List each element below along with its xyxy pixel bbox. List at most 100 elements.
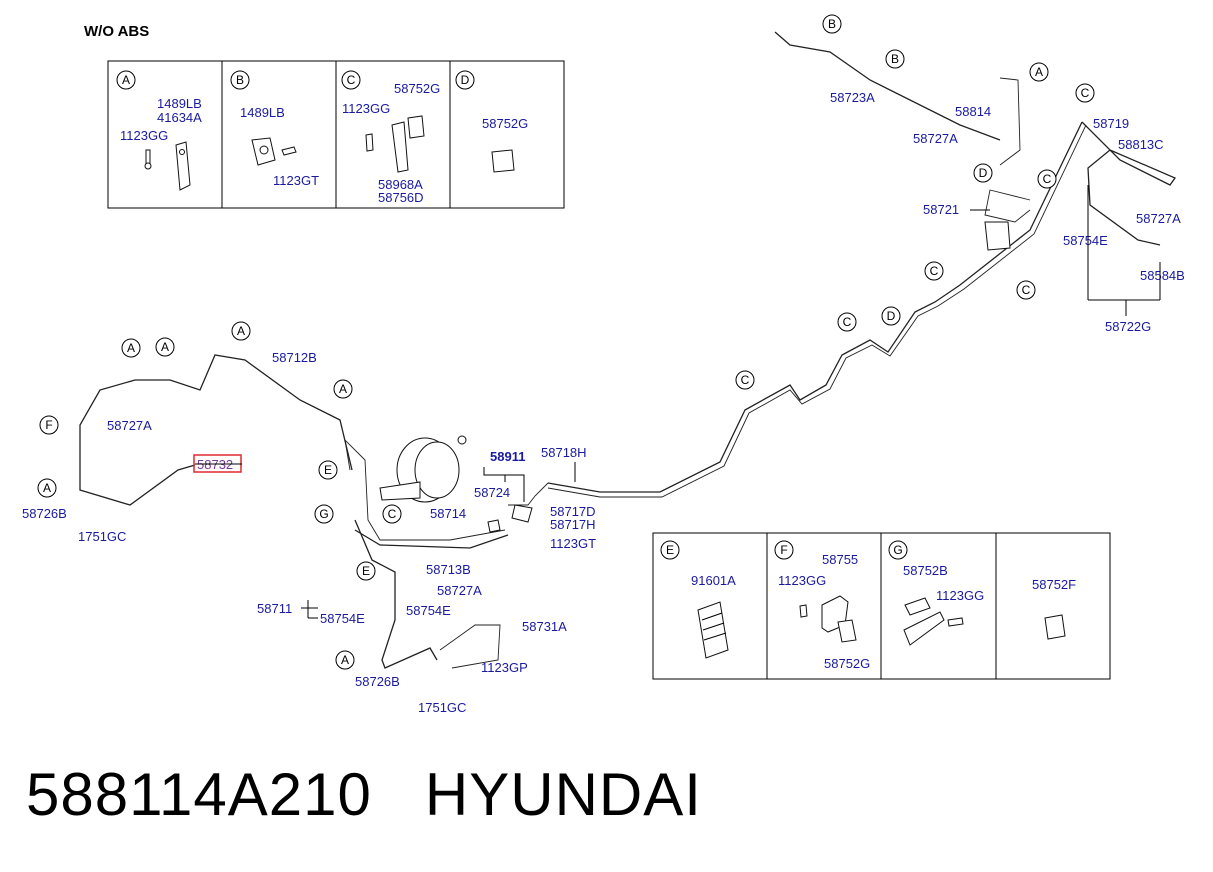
clip-e-icon xyxy=(697,601,729,659)
inset-f-label-2: 1123GG xyxy=(778,573,826,588)
svg-text:D: D xyxy=(887,309,896,323)
leader-lines xyxy=(195,185,1161,619)
svg-text:C: C xyxy=(843,315,852,329)
svg-text:A: A xyxy=(43,481,51,495)
inset-b-label-2: 1123GT xyxy=(273,173,319,188)
label-58719: 58719 xyxy=(1093,116,1129,131)
label-1123gp: 1123GP xyxy=(481,660,528,675)
svg-text:F: F xyxy=(45,418,52,432)
svg-text:G: G xyxy=(319,507,328,521)
label-58718h: 58718H xyxy=(541,445,587,460)
marker-d-top-right: D xyxy=(973,163,993,183)
label-58754e-bottom-2: 58754E xyxy=(406,603,451,618)
marker-c-mid-1: C xyxy=(924,261,944,281)
inset-a-label-1: 1489LB xyxy=(157,96,202,111)
svg-text:A: A xyxy=(161,340,169,354)
svg-text:D: D xyxy=(979,166,988,180)
label-58731a: 58731A xyxy=(522,619,567,634)
svg-text:A: A xyxy=(339,382,347,396)
brand-name: HYUNDAI xyxy=(424,761,702,828)
label-1751gc-left: 1751GC xyxy=(78,529,126,544)
svg-text:A: A xyxy=(237,324,245,338)
marker-c-top-right: C xyxy=(1075,83,1095,103)
label-58726b-left: 58726B xyxy=(22,506,67,521)
svg-text:A: A xyxy=(341,653,349,667)
label-58717d: 58717D xyxy=(550,504,596,519)
inset-bottom-table: E 91601A F 58755 1123GG 58752G G 58752B … xyxy=(652,532,1111,680)
label-58726b-bottom: 58726B xyxy=(355,674,400,689)
label-58712b: 58712B xyxy=(272,350,317,365)
label-58727a-bottom: 58727A xyxy=(437,583,482,598)
svg-text:E: E xyxy=(362,564,370,578)
callout-labels: 58723A 58814 58727A 58719 58813C 58721 5… xyxy=(22,90,1185,715)
marker-c-right-1: C xyxy=(1037,169,1057,189)
svg-text:C: C xyxy=(741,373,750,387)
inset-d-label-1: 58752G xyxy=(482,116,528,131)
diagram-title: W/O ABS xyxy=(84,23,149,40)
caption: 588114A210 HYUNDAI xyxy=(26,760,702,829)
marker-e-2: E xyxy=(356,561,376,581)
label-58721: 58721 xyxy=(923,202,959,217)
brake-pipes xyxy=(79,31,1176,669)
label-58727a-left: 58727A xyxy=(107,418,152,433)
label-58713b: 58713B xyxy=(426,562,471,577)
svg-text:C: C xyxy=(930,264,939,278)
clip-c-icon xyxy=(365,115,425,173)
svg-text:B: B xyxy=(891,52,899,66)
svg-text:C: C xyxy=(388,507,397,521)
svg-text:E: E xyxy=(666,543,674,557)
marker-a-2: A xyxy=(155,337,175,357)
marker-a-6: A xyxy=(335,650,355,670)
inset-b-label-1: 1489LB xyxy=(240,105,285,120)
marker-c-mid-3: C xyxy=(735,370,755,390)
label-58727a-right: 58727A xyxy=(1136,211,1181,226)
marker-a-3: A xyxy=(231,321,251,341)
inset-g-label-2: 1123GG xyxy=(936,588,984,603)
inset-a-marker: A xyxy=(116,70,136,90)
fitting-parts xyxy=(487,221,1011,533)
svg-text:A: A xyxy=(122,73,130,87)
label-58814: 58814 xyxy=(955,104,991,119)
marker-a-4: A xyxy=(333,379,353,399)
clip-d-icon xyxy=(491,149,515,173)
inset-a-label-3: 1123GG xyxy=(120,128,168,143)
svg-text:B: B xyxy=(236,73,244,87)
label-58717h: 58717H xyxy=(550,517,596,532)
marker-e-1: E xyxy=(318,460,338,480)
marker-b-2: B xyxy=(885,49,905,69)
svg-text:F: F xyxy=(780,543,787,557)
label-58724: 58724 xyxy=(474,485,510,500)
inset-e-label-1: 91601A xyxy=(691,573,736,588)
label-58584b: 58584B xyxy=(1140,268,1185,283)
label-58813c: 58813C xyxy=(1118,137,1164,152)
inset-c-marker: C xyxy=(341,70,361,90)
svg-text:C: C xyxy=(1043,172,1052,186)
part-number: 588114A210 xyxy=(26,761,372,828)
marker-c-mid-2: C xyxy=(837,312,857,332)
inset-e-marker: E xyxy=(660,540,680,560)
inset-c-label-2: 1123GG xyxy=(342,101,390,116)
inset-d-marker: D xyxy=(455,70,475,90)
clip-f-icon xyxy=(799,595,857,643)
svg-text:C: C xyxy=(1081,86,1090,100)
svg-text:B: B xyxy=(828,17,836,31)
svg-text:C: C xyxy=(347,73,356,87)
inset-c-label-3: 58968A xyxy=(378,177,423,192)
inset-c-label-1: 58752G xyxy=(394,81,440,96)
marker-f: F xyxy=(39,415,59,435)
inset-f-marker: F xyxy=(774,540,794,560)
marker-a-1: A xyxy=(121,338,141,358)
svg-text:A: A xyxy=(127,341,135,355)
clip-h-icon xyxy=(1044,614,1066,640)
label-58722g: 58722G xyxy=(1105,319,1151,334)
inset-top-table: A 1489LB 41634A 1123GG B 1489LB 1123GT C… xyxy=(107,60,565,209)
inset-g-label-1: 58752B xyxy=(903,563,948,578)
svg-text:E: E xyxy=(324,463,332,477)
inset-f-label-1: 58755 xyxy=(822,552,858,567)
label-58714: 58714 xyxy=(430,506,466,521)
clip-b-icon xyxy=(251,137,297,166)
marker-g: G xyxy=(314,504,334,524)
inset-h-label-1: 58752F xyxy=(1032,577,1076,592)
inset-b-marker: B xyxy=(230,70,250,90)
